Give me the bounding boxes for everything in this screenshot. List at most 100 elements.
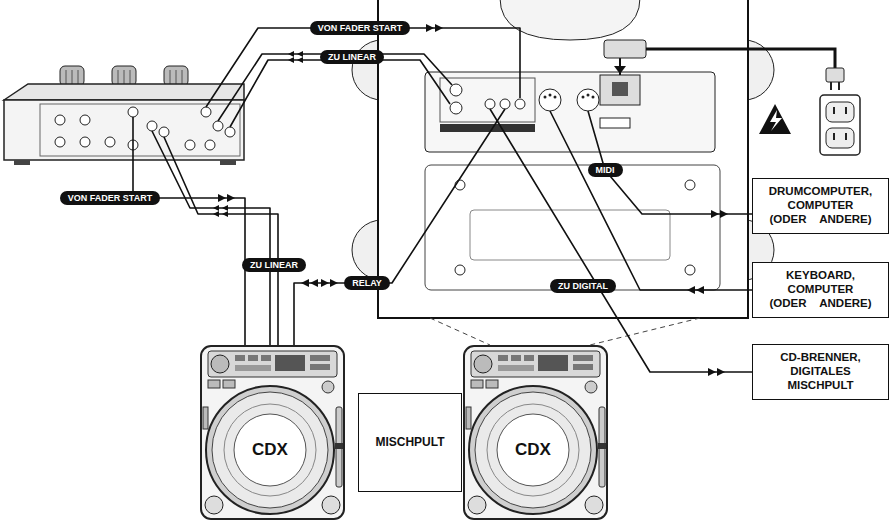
cable: [588, 111, 752, 214]
cable: [133, 28, 752, 372]
node-text: CDX: [515, 441, 551, 460]
signal-arrow: [297, 57, 303, 63]
jack-socket: [485, 99, 495, 109]
mixer-illustration: [170, 70, 171, 84]
cable: [550, 111, 752, 290]
view-guide-line: [590, 318, 700, 345]
power-cable: [833, 107, 835, 114]
mixer-illustration: [14, 160, 30, 165]
jack-socket: [450, 84, 462, 96]
rear-panel-illustration: [587, 94, 590, 97]
jack-socket: [539, 89, 561, 111]
mixer-illustration: [72, 70, 73, 84]
cable: [490, 109, 752, 372]
power-cable: [845, 133, 847, 140]
jack-socket: [55, 107, 235, 150]
mixer-illustration: [124, 70, 125, 84]
jack-socket: [213, 121, 223, 131]
rear-panel-illustration: [685, 180, 695, 190]
mixer-illustration: [176, 70, 177, 84]
wire-label: ZU LINEAR: [320, 50, 384, 65]
signal-arrow: [435, 24, 443, 32]
cable: [230, 60, 450, 127]
power-cable: [820, 95, 860, 155]
rear-panel-illustration: [440, 124, 535, 132]
signal-arrow: [297, 51, 303, 57]
mixer-illustration: [118, 70, 119, 84]
power-cable: [604, 40, 860, 155]
node-text: CDX: [252, 441, 288, 460]
power-cable: [759, 104, 791, 134]
mixer-illustration: [130, 70, 131, 84]
jack-socket: [105, 137, 115, 147]
rear-panel-illustration: [425, 72, 715, 152]
wire-label: ZU DIGITAL: [550, 279, 616, 294]
signal-arrow: [288, 51, 294, 57]
signal-arrow: [222, 211, 228, 217]
wire-label: MIDI: [588, 163, 623, 178]
power-cable: [830, 82, 832, 90]
power-cable: [826, 128, 854, 148]
cdx-player: [464, 346, 607, 519]
power-cable: [770, 110, 782, 131]
signal-arrow: [330, 279, 338, 287]
signal-arrow: [426, 24, 434, 32]
signal-arrow: [708, 368, 716, 376]
signal-arrow: [310, 279, 318, 287]
cdx-player: [201, 346, 344, 519]
node-text: MISCHPULT: [375, 435, 444, 449]
rear-panel-illustration: [554, 96, 557, 99]
mixer-illustration: [78, 70, 79, 84]
signal-arrow: [720, 210, 728, 218]
jack-socket: [450, 84, 599, 114]
signal-arrow: [717, 368, 725, 376]
jack-socket: [55, 115, 65, 125]
rear-panel-illustration: [470, 210, 670, 260]
power-cable: [604, 40, 646, 58]
mixer-illustration: [60, 66, 84, 86]
player-label: CDX: [248, 439, 292, 462]
device-box: CD-BRENNER, DIGITALES MISCHPULT: [752, 344, 889, 399]
rear-panel-illustration: [612, 82, 628, 96]
view-guide-line: [430, 318, 490, 345]
wire-label: VON FADER START: [310, 21, 410, 36]
mixer-illustration: [164, 66, 188, 86]
jack-socket: [450, 102, 462, 114]
power-cable: [838, 82, 840, 90]
view-guide-line: [430, 318, 700, 345]
signal-arrow: [711, 210, 719, 218]
signal-arrow: [301, 279, 309, 287]
cable: [294, 109, 505, 345]
rear-panel-illustration: [500, 0, 640, 40]
cable: [133, 117, 245, 345]
jack-socket: [185, 140, 195, 150]
wire-label: ZU LINEAR: [242, 258, 306, 273]
signal-arrow: [687, 286, 695, 294]
mixer-box: MISCHPULT: [358, 393, 462, 492]
mixer-illustration: [112, 66, 136, 86]
signal-arrow: [222, 205, 228, 211]
player-label: CDX: [511, 439, 555, 462]
jack-socket: [55, 137, 65, 147]
rear-panel-illustration: [685, 265, 695, 275]
rear-panel-illustration: [544, 94, 595, 99]
rear-panel-illustration: [600, 118, 630, 128]
rear-panel-illustration: [544, 96, 547, 99]
wire-label: RELAY: [344, 276, 390, 291]
mixer-illustration: [66, 70, 67, 84]
jack-socket: [80, 137, 90, 147]
jack-socket: [577, 89, 599, 111]
signal-arrow: [213, 205, 219, 211]
jack-socket: [147, 121, 157, 131]
mixer-illustration: [4, 100, 244, 160]
jack-socket: [205, 140, 215, 150]
node-text: CD-BRENNER, DIGITALES MISCHPULT: [765, 351, 876, 392]
rear-panel-illustration: [592, 96, 595, 99]
jack-socket: [500, 99, 510, 109]
power-cable: [614, 66, 626, 74]
signal-arrow: [227, 194, 235, 202]
rear-panel-illustration: [549, 94, 552, 97]
rear-panel-illustration: [425, 165, 720, 290]
jack-socket: [201, 107, 211, 117]
power-cable: [845, 107, 847, 114]
